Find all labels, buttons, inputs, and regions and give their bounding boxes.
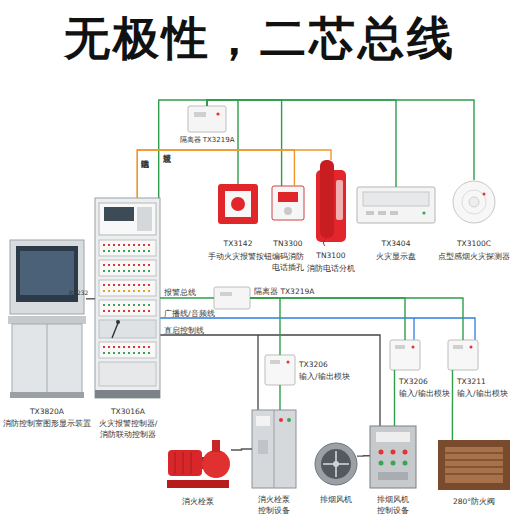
bus-wire	[357, 455, 370, 457]
device-label: 280°防火阀	[439, 496, 509, 507]
fan-control-cabinet	[370, 426, 416, 488]
device-label: TX3142	[208, 238, 268, 249]
device-label: 排烟风机 控制设备	[376, 494, 410, 516]
device-label: 隔离器 TX3219A	[172, 135, 242, 146]
bus-wire	[394, 370, 395, 426]
device-label: 消火栓泵	[168, 496, 228, 507]
bus-wire	[137, 150, 294, 198]
device-caption: 输入/输出模块	[457, 388, 508, 399]
bus-wire	[207, 100, 396, 187]
device-label: TX3016A	[93, 406, 163, 417]
smoke-detector	[453, 181, 495, 223]
device-caption: 火灾报警控制器/ 消防联动控制器	[97, 418, 159, 440]
bus-wire	[137, 150, 331, 198]
device-node: 隔离器 TX3219A	[214, 287, 250, 309]
device-node: 280°防火阀	[438, 440, 510, 490]
device-label: TX3820A	[0, 406, 95, 417]
device-node: TX3404火灾显示盘	[357, 187, 435, 223]
static-wire	[160, 318, 475, 426]
controller-cabinet	[95, 198, 160, 398]
device-caption: 点型感烟火灾探测器	[436, 251, 512, 262]
bus-wire	[250, 298, 463, 340]
control-wire	[257, 335, 258, 410]
bus-wire	[452, 370, 454, 440]
isolator-symbol	[188, 106, 226, 132]
device-node: 排烟风机 控制设备	[370, 426, 416, 488]
device-caption: 消防控制室图形显示装置	[0, 418, 95, 429]
device-caption: 输入/输出模块	[399, 388, 450, 399]
line-name: 广播线/音频线	[164, 308, 215, 319]
audio-wire	[160, 318, 475, 340]
device-node: 消火栓泵 控制设备	[252, 410, 296, 488]
device-caption: 火灾显示盘	[366, 251, 426, 262]
device-caption: 输入/输出模块	[299, 371, 350, 382]
wire-label: 报警总线	[164, 287, 196, 298]
graphic-display-cabinet	[8, 240, 86, 398]
device-label: TX3206	[399, 376, 428, 387]
line-name: 直启控制线	[164, 325, 204, 336]
device-label: TX3100C	[444, 238, 504, 249]
pump-control-cabinet	[252, 410, 296, 488]
bus-wire	[160, 297, 214, 298]
device-node: 排烟风机	[315, 442, 357, 486]
io-module	[214, 287, 478, 385]
device-label: TX3404	[366, 238, 426, 249]
device-node: 隔离器 TX3219A	[188, 106, 226, 132]
device-label: TN3100	[306, 250, 356, 261]
bus-wire	[250, 298, 280, 355]
device-caption: 消防电话分机	[303, 263, 359, 274]
device-label: 消火栓泵 控制设备	[257, 494, 291, 516]
device-node: TX3206输入/输出模块	[390, 340, 420, 370]
bus-wire	[159, 100, 207, 198]
fire-damper	[438, 440, 510, 490]
device-label: TX3206	[299, 359, 328, 370]
device-label: 隔离器 TX3219A	[254, 286, 314, 297]
phone-jack	[272, 186, 304, 220]
bus-wire	[279, 385, 280, 410]
device-node: 消火栓泵	[165, 440, 231, 490]
bus-wire	[250, 298, 405, 340]
wire-label: RS232	[69, 289, 88, 297]
exhaust-fan	[315, 443, 357, 485]
device-node: TX3206输入/输出模块	[265, 355, 295, 385]
device-node: TN3300编码消防 电话插孔	[272, 186, 304, 220]
device-node: TX3142手动火灾报警按钮	[218, 184, 258, 224]
audio-wire	[413, 318, 414, 340]
display-panel	[357, 187, 435, 223]
device-node: TX3016A火灾报警控制器/ 消防联动控制器	[95, 198, 160, 398]
bus-wire	[231, 449, 252, 450]
device-label: TX3211	[457, 376, 486, 387]
device-caption: 手动火灾报警按钮	[205, 251, 275, 262]
device-node: TX3820A消防控制室图形显示装置	[8, 238, 86, 398]
device-node: TX3100C点型感烟火灾探测器	[452, 180, 496, 224]
bus-wire	[86, 298, 95, 299]
page-title: 无极性，二芯总线	[0, 10, 520, 66]
device-label: TN3300	[268, 238, 308, 249]
fire-pump	[167, 440, 230, 488]
device-caption: 编码消防 电话插孔	[271, 251, 305, 273]
manual-alarm-button	[218, 184, 258, 224]
device-node: TN3100消防电话分机	[316, 160, 346, 242]
fire-phone	[316, 160, 346, 246]
device-node: TX3211输入/输出模块	[448, 340, 478, 370]
device-label: 排烟风机	[311, 494, 361, 505]
bus-wire	[207, 100, 474, 180]
